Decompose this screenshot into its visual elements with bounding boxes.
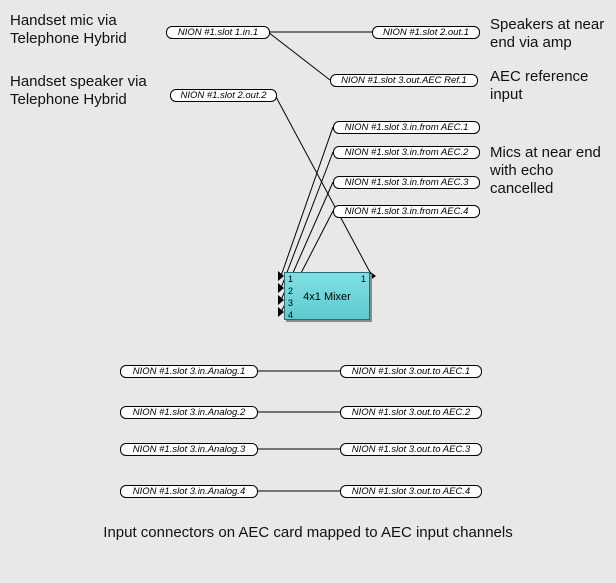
mixer-input-label-4: 4 (288, 310, 294, 320)
note-mics-near-end: Mics at near end with echo cancelled (490, 144, 601, 197)
tag-analog-4[interactable]: NION #1.slot 3.in.Analog.4 (120, 485, 258, 498)
wire-mic-to-aec-ref (267, 31, 331, 81)
mixer-output-label-1: 1 (360, 274, 366, 284)
note-handset-mic: Handset mic via Telephone Hybrid (10, 12, 127, 47)
tag-slot2-out-1[interactable]: NION #1.slot 2.out.1 (372, 26, 480, 39)
tag-from-aec-2[interactable]: NION #1.slot 3.in.from AEC.2 (333, 146, 480, 159)
tag-slot3-aec-ref-1[interactable]: NION #1.slot 3.out.AEC Ref.1 (330, 74, 478, 87)
tag-slot1-in-1[interactable]: NION #1.slot 1.in.1 (166, 26, 270, 39)
mixer-input-pin-2[interactable] (278, 283, 284, 293)
tag-analog-3[interactable]: NION #1.slot 3.in.Analog.3 (120, 443, 258, 456)
diagram-caption: Input connectors on AEC card mapped to A… (103, 524, 513, 541)
wire-aec1-to-mixer (280, 126, 334, 277)
mixer-title: 4x1 Mixer (303, 291, 351, 303)
mixer-block[interactable]: 1 2 3 4 1 4x1 Mixer (284, 272, 370, 320)
mixer-input-pin-4[interactable] (278, 307, 284, 317)
tag-from-aec-3[interactable]: NION #1.slot 3.in.from AEC.3 (333, 176, 480, 189)
tag-to-aec-3[interactable]: NION #1.slot 3.out.to AEC.3 (340, 443, 482, 456)
tag-from-aec-1[interactable]: NION #1.slot 3.in.from AEC.1 (333, 121, 480, 134)
note-speakers-near-end: Speakers at near end via amp (490, 16, 605, 51)
mixer-input-label-2: 2 (288, 286, 294, 296)
note-aec-reference: AEC reference input (490, 68, 589, 103)
tag-analog-2[interactable]: NION #1.slot 3.in.Analog.2 (120, 406, 258, 419)
tag-to-aec-2[interactable]: NION #1.slot 3.out.to AEC.2 (340, 406, 482, 419)
tag-from-aec-4[interactable]: NION #1.slot 3.in.from AEC.4 (333, 205, 480, 218)
mixer-input-pin-3[interactable] (278, 295, 284, 305)
wire-aec2-to-mixer (280, 151, 334, 289)
tag-slot2-out-2[interactable]: NION #1.slot 2.out.2 (170, 89, 277, 102)
tag-to-aec-1[interactable]: NION #1.slot 3.out.to AEC.1 (340, 365, 482, 378)
mixer-input-label-1: 1 (288, 274, 294, 284)
wire-mixer-to-handset-speaker (274, 94, 373, 277)
note-handset-speaker: Handset speaker via Telephone Hybrid (10, 73, 147, 108)
mixer-input-pin-1[interactable] (278, 271, 284, 281)
mixer-output-pin-1[interactable] (369, 271, 376, 281)
mixer-input-label-3: 3 (288, 298, 294, 308)
tag-to-aec-4[interactable]: NION #1.slot 3.out.to AEC.4 (340, 485, 482, 498)
tag-analog-1[interactable]: NION #1.slot 3.in.Analog.1 (120, 365, 258, 378)
